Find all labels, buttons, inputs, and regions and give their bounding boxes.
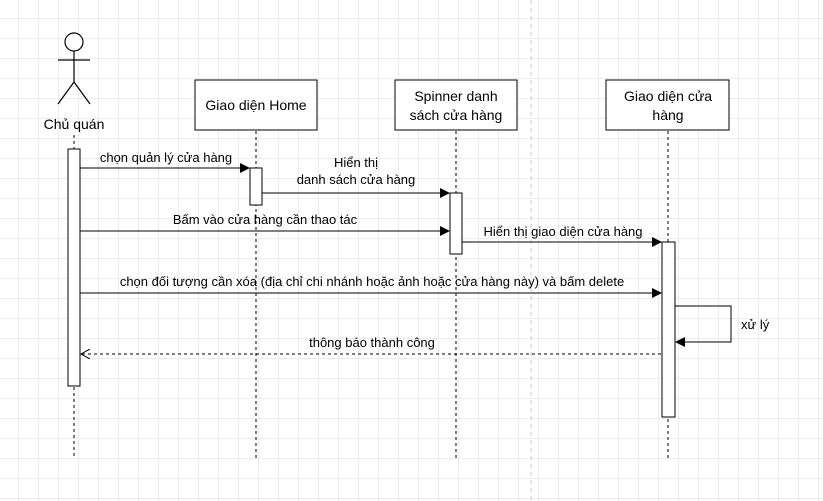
message-label-6: xử lý [741,317,770,332]
lifeline-spinner-label-line2: sách cửa hàng [410,107,503,123]
message-label-5: chọn đối tượng cần xóa (địa chỉ chi nhán… [120,274,624,289]
lifeline-home-label: Giao diện Home [205,97,306,113]
activation-home [249,167,263,206]
message-arrow-6-self [675,305,732,347]
lifeline-spinner-label-line1: Spinner danh [414,88,497,104]
actor-head [64,32,84,52]
message-label-3: Bấm vào cửa hàng cần thao tác [173,212,358,227]
lifeline-box-spinner: Spinner danh sách cửa hàng [394,79,518,131]
lifeline-store-label-line2: hàng [652,107,683,123]
activation-spinner [449,192,463,255]
message-label-7: thông báo thành công [309,335,435,350]
actor-left-leg [57,81,75,105]
message-label-2-line2: danh sách cửa hàng [297,172,416,187]
activation-actor [67,148,81,387]
lifeline-store-label-line1: Giao diện cửa [624,88,712,104]
activation-store [661,241,676,418]
actor-chu-quan: Chủ quán [44,32,105,132]
message-label-4: Hiển thị giao diện cửa hàng [483,224,642,239]
actor-right-leg [73,81,91,105]
lifeline-box-home: Giao diện Home [194,79,318,131]
actor-label: Chủ quán [44,116,105,132]
message-label-2-line1: Hiển thị [334,155,378,170]
lifeline-box-store: Giao diện cửa hàng [605,79,730,131]
message-label-1: chọn quản lý cửa hàng [100,150,232,165]
